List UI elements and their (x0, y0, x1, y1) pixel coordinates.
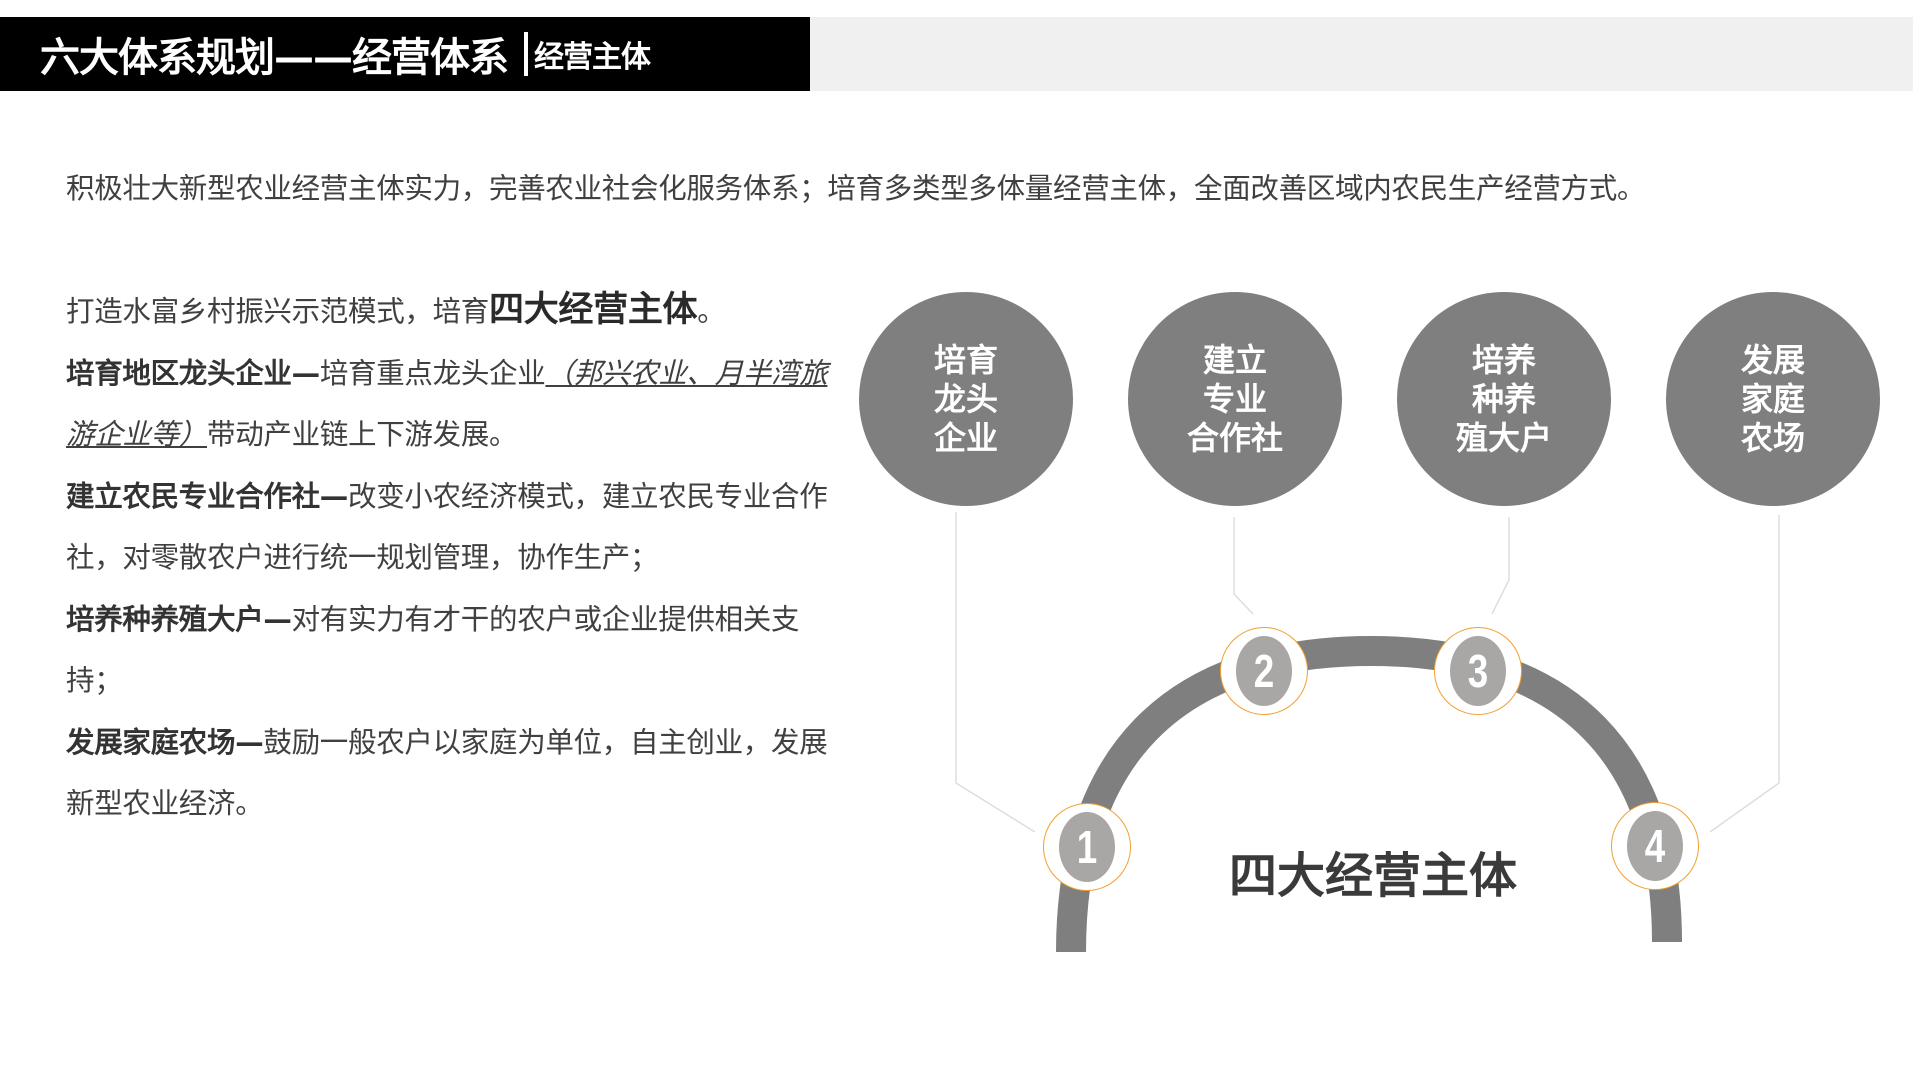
connector-2 (1233, 517, 1254, 615)
item-tail: 带动产业链上下游发展。 (207, 418, 518, 451)
item-example: （邦兴农业、月半湾旅游企业等） (66, 356, 828, 452)
page-title: 六大体系规划——经营体系 经营主体 (40, 17, 651, 91)
badge-2: 2 (1220, 627, 1308, 715)
connector-1 (955, 512, 1036, 833)
item-family-farm: 发展家庭农场—鼓励一般农户以家庭为单位，自主创业，发展新型农业经济。 (66, 712, 836, 835)
circle-leading-enterprise: 培育 龙头 企业 (859, 292, 1073, 506)
header-bar (0, 17, 810, 91)
intro-text: 积极壮大新型农业经营主体实力，完善农业社会化服务体系；培育多类型多体量经营主体，… (66, 172, 1646, 205)
item-heading: 建立农民专业合作社— (66, 479, 349, 513)
circle-large-farmer: 培养 种养 殖大户 (1397, 292, 1611, 506)
item-leading-enterprise: 培育地区龙头企业—培育重点龙头企业（邦兴农业、月半湾旅游企业等）带动产业链上下游… (66, 343, 836, 466)
circle-line: 合作社 (1186, 418, 1283, 457)
lead-suffix: 。 (697, 295, 726, 328)
connector-3 (1491, 517, 1510, 615)
left-description: 打造水富乡村振兴示范模式，培育四大经营主体。 培育地区龙头企业—培育重点龙头企业… (66, 280, 836, 835)
circle-line: 专业 (1202, 379, 1267, 418)
item-large-farmer: 培养种养殖大户—对有实力有才干的农户或企业提供相关支持； (66, 589, 836, 712)
circle-line: 种养 (1471, 379, 1536, 418)
circle-line: 家庭 (1740, 379, 1805, 418)
circle-family-farm: 发展 家庭 农场 (1666, 292, 1880, 506)
circle-line: 企业 (933, 418, 998, 457)
title-separator (524, 32, 528, 76)
item-body: 鼓励一般农户以家庭为单位，自主创业，发展新型农业经济。 (66, 725, 828, 821)
connector-4 (1709, 515, 1780, 833)
badge-number: 3 (1450, 636, 1506, 706)
badge-1: 1 (1043, 803, 1131, 891)
circle-line: 发展 (1740, 340, 1805, 379)
circle-line: 培育 (933, 340, 998, 379)
arc-path (1056, 635, 1682, 953)
item-body: 培育重点龙头企业 (319, 356, 546, 390)
page-title-main: 六大体系规划——经营体系 (40, 35, 509, 81)
item-heading: 发展家庭农场— (66, 725, 264, 759)
header-gray-bar (810, 17, 1913, 91)
badge-number: 2 (1236, 636, 1292, 706)
lead-paragraph: 打造水富乡村振兴示范模式，培育四大经营主体。 (66, 280, 836, 343)
lead-prefix: 打造水富乡村振兴示范模式，培育 (66, 295, 490, 328)
badge-number: 1 (1059, 812, 1115, 882)
circle-line: 农场 (1740, 418, 1805, 457)
item-heading: 培养种养殖大户— (66, 602, 292, 636)
page-subtitle: 经营主体 (534, 40, 651, 75)
item-heading: 培育地区龙头企业— (66, 356, 320, 390)
item-body: 改变小农经济模式，建立农民专业合作社，对零散农户进行统一规划管理，协作生产； (66, 479, 828, 575)
item-body: 对有实力有才干的农户或企业提供相关支持； (66, 602, 800, 698)
circle-line: 培养 (1471, 340, 1536, 379)
diagram-center-label: 四大经营主体 (1228, 848, 1517, 904)
badge-3: 3 (1434, 627, 1522, 715)
item-cooperative: 建立农民专业合作社—改变小农经济模式，建立农民专业合作社，对零散农户进行统一规划… (66, 466, 836, 589)
badge-4: 4 (1611, 802, 1699, 890)
circle-line: 龙头 (933, 379, 998, 418)
circle-line: 殖大户 (1455, 418, 1552, 457)
circle-cooperative: 建立 专业 合作社 (1128, 292, 1342, 506)
badge-number: 4 (1627, 811, 1683, 881)
lead-emphasis: 四大经营主体 (489, 290, 698, 330)
circle-line: 建立 (1202, 340, 1267, 379)
